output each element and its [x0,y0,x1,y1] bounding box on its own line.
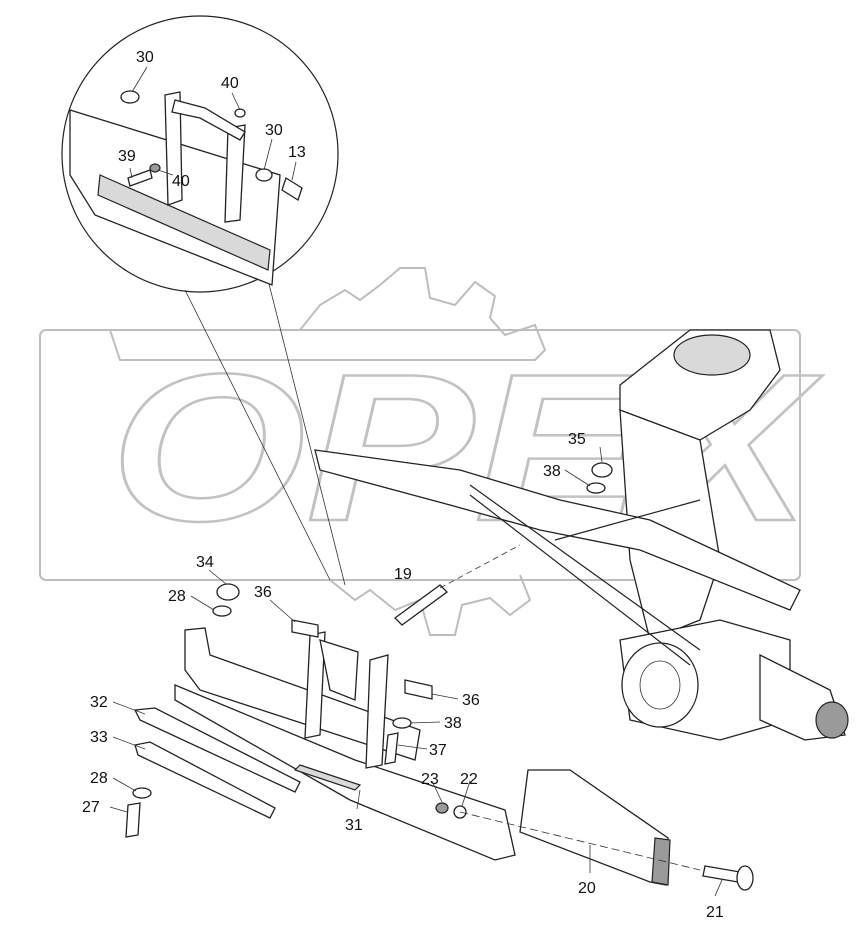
plate-31 [174,684,516,861]
scraper-blade-20 [519,769,669,886]
detail-washer-40a [234,108,246,118]
detail-washer-30b [255,168,273,182]
callout-40: 40 [172,173,190,190]
spacer-36b [404,679,433,700]
bolt-27 [125,802,141,838]
watermark-banner [39,329,801,581]
bolt-axis-21 [459,811,701,871]
bolt-21 [702,865,741,883]
detail-bracket-flange [97,174,271,271]
bracket-assembly [125,462,754,891]
bolt-21-head [736,865,754,891]
steering-arm [619,409,721,641]
callout-30: 30 [136,49,154,66]
detail-magnifier [61,15,346,586]
brace-1 [554,499,701,541]
nut-23 [435,802,449,814]
callout-22: 22 [460,771,478,788]
stub-axle-end [815,701,849,739]
spindle-assembly [314,329,849,741]
mounting-plate [184,627,421,761]
callout-labels: 30 40 30 13 39 40 35 38 19 34 28 36 36 3… [82,49,724,921]
washer-28b [132,787,152,799]
hinge-link [319,639,359,701]
callout-23: 23 [421,771,439,788]
nut-35 [591,462,613,478]
brake-drum [621,642,699,728]
callout-27: 27 [82,799,100,816]
callout-32: 32 [90,694,108,711]
spring-hook-line [439,544,521,589]
callout-28: 28 [90,770,108,787]
detail-circle [61,15,339,293]
callout-28: 28 [168,588,186,605]
spring-19 [394,584,448,626]
kingpin-bore [673,334,751,376]
nut-34 [216,583,240,601]
detail-bolt-39 [127,169,153,187]
washer-38a [586,482,606,494]
callout-31: 31 [345,817,363,834]
detail-leader-right [267,279,346,586]
callout-30: 30 [265,122,283,139]
hinge-arm-right [365,654,389,769]
callout-38: 38 [543,463,561,480]
brake-drum-inner [639,660,681,710]
callout-21: 21 [706,904,724,921]
callout-19: 19 [394,566,412,583]
hinge-arm-left [304,631,326,739]
callout-38: 38 [444,715,462,732]
callout-34: 34 [196,554,214,571]
watermark-gear-lower [329,574,532,636]
bolt-37 [384,732,399,765]
scraper-blade-edge [651,837,671,886]
detail-hinge-arm-right [224,124,246,223]
tie-rod-1 [469,484,701,651]
callout-35: 35 [568,431,586,448]
callout-13: 13 [288,144,306,161]
wear-strip-33 [134,741,276,819]
detail-hinge-bar [171,99,246,141]
axle-beam [314,449,801,611]
callout-40: 40 [221,75,239,92]
detail-washer-30a [120,90,140,104]
callout-37: 37 [429,742,447,759]
washer-28a [212,605,232,617]
tie-rod-2 [469,494,691,666]
detail-leader-left [184,289,331,581]
callout-39: 39 [118,148,136,165]
wear-strip-32 [133,707,301,793]
watermark-gear-outline [108,267,547,361]
callout-20: 20 [578,880,596,897]
spacer-36a [291,619,319,638]
detail-hinge-arm-left [164,91,183,206]
plate-31-slot [293,764,362,791]
washer-38b [392,717,412,729]
callout-33: 33 [90,729,108,746]
callout-leaders [109,66,723,897]
detail-nut-40b [149,163,161,173]
callout-36: 36 [254,584,272,601]
detail-pin-13 [281,177,303,201]
callout-36: 36 [462,692,480,709]
